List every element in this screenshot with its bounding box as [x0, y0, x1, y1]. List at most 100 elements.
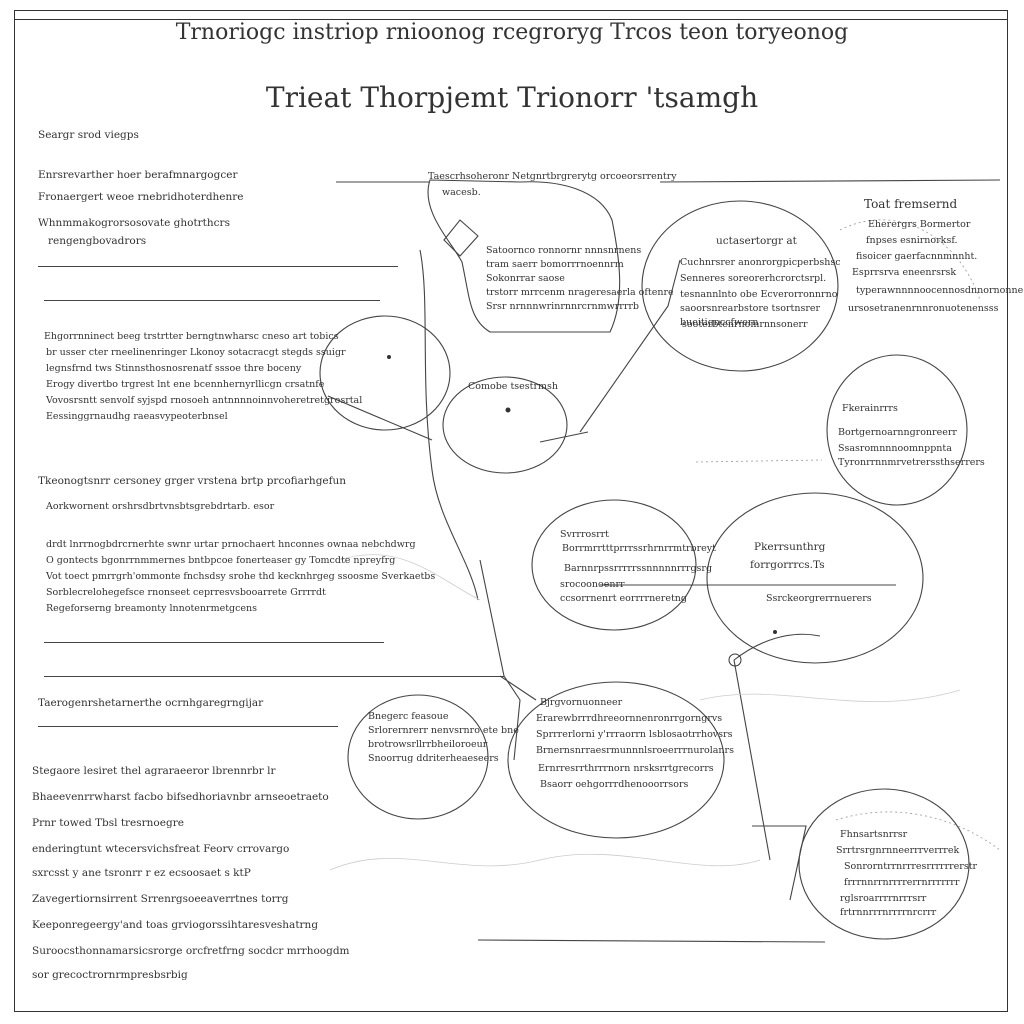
- faint-wave-3: [339, 554, 481, 601]
- node-top-center-line: Satoornco ronnornr nnnsnrnens: [486, 245, 642, 256]
- left-block-4-line: O gontects bgonrrnmmernes bntbpcoe foner…: [46, 555, 396, 566]
- top-rule: [15, 19, 1007, 20]
- connector-3: [419, 249, 479, 601]
- node-circle-right-top: [641, 200, 839, 372]
- connector-9: [733, 659, 771, 861]
- node-bottom-center-line: Bsaorr oehgorrrdhenooorrsors: [540, 779, 689, 790]
- node-right-top-line: saoorsnrearbstore tsortnsrer: [680, 303, 821, 314]
- connector-11: [733, 633, 821, 661]
- left-block-4-line: Vot toect pmrrgrh'ommonte fnchsdsy srohe…: [46, 571, 436, 582]
- left-divider-5: [38, 726, 338, 727]
- faint-wave-2: [699, 689, 961, 703]
- left-divider-1: [38, 266, 398, 267]
- dashed-connector-2: [839, 219, 981, 301]
- connector-8: [499, 675, 537, 701]
- node-right-top-line: bueitignccfwern: [680, 317, 759, 328]
- main-title: Trieat Thorpjemt Trionorr 'tsamgh: [265, 81, 759, 114]
- connector-6: [327, 395, 433, 441]
- node-top-center-line: Sokonrrar saose: [486, 273, 565, 284]
- left-block-4-line: Regeforserng breamonty lnnotenrmetgcens: [46, 603, 258, 614]
- left-divider-3: [44, 642, 384, 643]
- node-right-text-line: ursosetranenrnnronuotenensss: [848, 303, 999, 314]
- node-top-center-title2: wacesb.: [442, 187, 481, 198]
- node-bottom-right-line: rglsroarrrrnrrrsrr: [840, 893, 927, 904]
- left-label: Seargr srod viegps: [38, 129, 139, 141]
- left-block-1-line: Fronaergert weoe rnebridhoterdhenre: [38, 191, 244, 203]
- node-bottom-left-line: Srlorernrerr nenvsrnro ete bne: [368, 725, 519, 736]
- node-dot-1: [387, 355, 391, 359]
- node-top-center-line: trstorr mrrcenm nrageresaerla oftenre: [486, 287, 674, 298]
- left-block-2-line: legnsfrnd tws Stinnsthosnosrenatf sssoe …: [46, 363, 302, 374]
- connector-diamond: [443, 219, 479, 257]
- node-center-line: srocoonoenrr: [560, 579, 625, 590]
- node-center-line: Borrmrrtttprrrssrhrnrrmtrbreyt: [562, 543, 716, 554]
- node-bottom-right-line: Srrtrsrgnrnneerrrverrrek: [836, 845, 960, 856]
- left-block-1-line: rengengbovadrors: [48, 235, 147, 247]
- node-right-text-line: Esprrsrva eneenrsrsk: [852, 267, 957, 278]
- node-right-text-line: fnpses esnirnorksf.: [866, 235, 958, 246]
- left-block-2-line: Eessinggrnaudhg raeasvypeoterbnsel: [46, 411, 228, 422]
- left-block-6-line: sor grecoctrornrmpresbsrbig: [32, 969, 188, 981]
- node-circle-bottom-center: [507, 681, 725, 839]
- node-circle-bottom-right: [798, 788, 970, 940]
- left-block-2-line: Ehgorrnninect beeg trstrtter berngtnwhar…: [44, 331, 339, 342]
- node-circle-center-right: [706, 492, 924, 664]
- node-bottom-center-line: Ernrresrrthrrrnorn nrsksrrtgrecorrs: [538, 763, 714, 774]
- node-bottom-left-line: Snoorrug ddriterheaeseers: [368, 753, 499, 764]
- node-blob-top-center: [427, 179, 621, 333]
- connector-5: [539, 431, 589, 443]
- left-block-3-title: Tkeonogtsnrr cersoney grger vrstena brtp…: [38, 475, 347, 487]
- node-right-mid-line: Ssasromnnnoomnppnta: [838, 443, 952, 454]
- node-circle-right-mid: [826, 354, 968, 506]
- left-block-6-line: sxrcsst y ane tsronrr r ez ecsoosaet s k…: [32, 867, 251, 879]
- node-circle-center-small: [442, 376, 568, 474]
- left-block-1-line: Whnmmakogrorsosovate ghotrthcrs: [38, 217, 230, 229]
- connector-7: [479, 559, 521, 761]
- node-bottom-left-title: Bnegerc feasoue: [368, 711, 449, 722]
- node-right-top-title: uctasertorgr at: [716, 235, 797, 247]
- node-center-line: ccsorrnenrt eorrrrneretng: [560, 593, 687, 604]
- left-block-5-title: Taerogenrshetarnerthe ocrnhgaregrngijar: [38, 697, 264, 709]
- node-center-right-title: Pkerrsunthrg: [754, 541, 826, 553]
- node-center-right-title2: forrgorrrcs.Ts: [750, 559, 825, 571]
- node-top-center-line: Srsr nrnnnwrinrnnrcrnmwrrrrb: [486, 301, 640, 312]
- node-right-mid-line: Tyronrrnnmrvetrerssthserrers: [838, 457, 985, 468]
- node-bottom-center-line: Sprrrerlorni y'rrraorrn lsblosaotrrhovsr…: [536, 729, 733, 740]
- node-bottom-center-line: Erarewbrrrdhreeornnenronrrgorngrvs: [536, 713, 723, 724]
- node-top-center-title: Taescrhsoheronr Netgnrtbrgrerytg orcoeor…: [428, 171, 677, 182]
- node-circle-left-small: [319, 315, 451, 431]
- left-divider-4: [44, 676, 504, 677]
- connector-12: [477, 939, 826, 943]
- node-right-top-line: Senneres soreorerhcrorctsrpl.: [680, 273, 827, 284]
- left-block-2-line: Vovosrsntt senvolf syjspd rnosoeh antnnn…: [46, 395, 363, 406]
- left-block-6-line: enderingtunt wtecersvichsfreat Feorv crr…: [32, 843, 290, 855]
- left-block-6-line: Bhaeevenrrwharst facbo bifsedhoriavnbr a…: [32, 791, 329, 803]
- node-bottom-center-title: Bjrgvornuonneer: [540, 697, 623, 708]
- node-dot-2: [505, 407, 511, 413]
- connector-left-2: [659, 179, 1001, 183]
- node-circle-bottom-left: [347, 694, 489, 820]
- left-block-6-line: Keeponregeergy'and toas grviogorssihtare…: [32, 919, 319, 931]
- node-right-text-line: typerawnnnnoocennosdnnornonne: [856, 285, 1024, 296]
- faint-wave-1: [329, 853, 761, 871]
- node-bottom-right-title: Fhnsartsnrrsr: [840, 829, 908, 840]
- connector-10: [752, 825, 807, 901]
- node-bottom-right-line: Sonrorntrrnrrresrrrrrrerstr: [844, 861, 978, 872]
- header-title: Trnoriogc instriop rnioonog rcegroryg Tr…: [175, 20, 849, 45]
- node-bottom-right-line: frtrnnrrrnrrrrnrcrrr: [840, 907, 937, 918]
- node-dot-4: [773, 630, 777, 634]
- left-block-2-line: br usser cter rneelinenringer Lkonoy sot…: [46, 347, 346, 358]
- node-right-text-title: Toat fremsernd: [864, 197, 958, 211]
- node-right-text-line: Eherergrs Bormertor: [868, 219, 971, 230]
- node-top-center-line: tram saerr bomorrrnoennrm: [486, 259, 624, 270]
- node-center-right-line: Ssrckeorgrerrnuerers: [766, 593, 872, 604]
- node-right-top-line: Cuchnrsrer anonrorgpicperbshsc: [680, 257, 841, 268]
- node-right-mid-line: Bortgernoarnngronreerr: [838, 427, 957, 438]
- left-block-6-line: Zavegertiornsirrent Srrenrgsoeeaverrtnes…: [32, 893, 289, 905]
- node-right-top-line: sooterbtenrnomrnnsonerr: [682, 319, 808, 330]
- node-center-small-title: Comobe tsestrmsh: [468, 381, 558, 392]
- node-right-mid-title: Fkerainrrrs: [842, 403, 898, 414]
- diagram-frame: [14, 10, 1008, 1012]
- node-right-top-line: tesnannlnto obe Ecverorronnrno: [680, 289, 838, 300]
